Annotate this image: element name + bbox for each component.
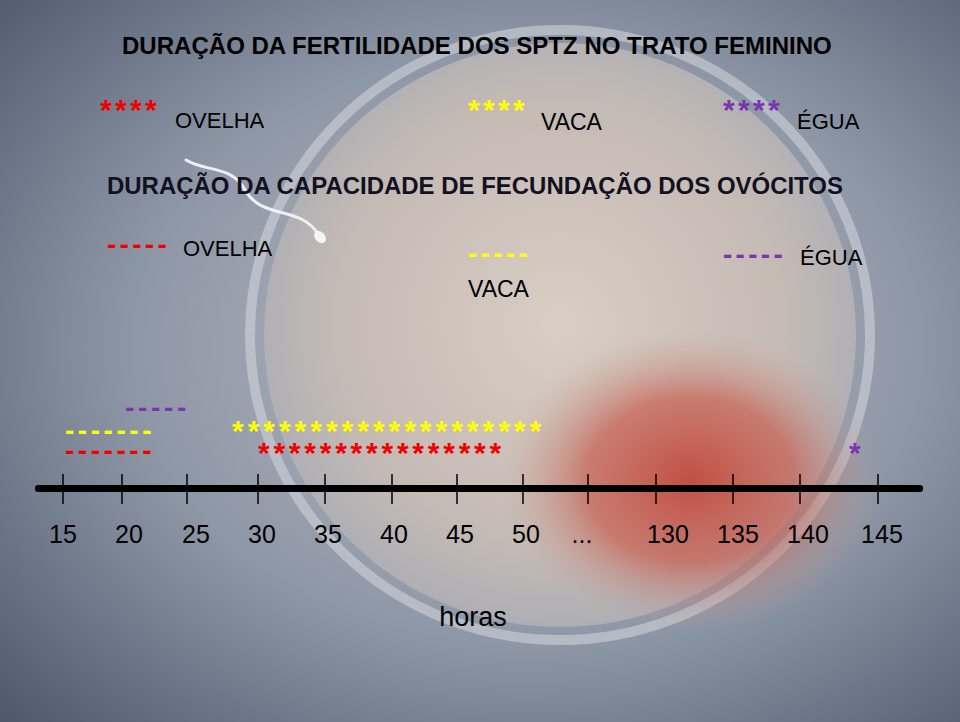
axis-number: 20	[115, 522, 143, 547]
species-label: VACA	[541, 111, 602, 134]
legend-symbol: ****	[723, 95, 783, 125]
axis-number: 25	[182, 522, 210, 547]
species-label: OVELHA	[175, 110, 264, 132]
legend-symbol: -----	[723, 241, 786, 269]
axis-number: 50	[512, 522, 540, 547]
legend-symbol: -----	[468, 240, 531, 268]
species-label: ÉGUA	[797, 111, 859, 133]
legend-symbol: ****	[468, 95, 528, 125]
section-heading: DURAÇÃO DA CAPACIDADE DE FECUNDAÇÃO DOS …	[107, 174, 843, 198]
axis-number: 130	[647, 522, 689, 547]
species-label: ÉGUA	[800, 247, 862, 269]
axis-number: 30	[248, 522, 276, 547]
sperm-head	[312, 228, 329, 245]
legend-symbol: ****	[100, 95, 160, 125]
axis-number: 135	[717, 522, 759, 547]
duration-bar: ****************	[258, 438, 505, 468]
legend-symbol: -----	[107, 231, 170, 259]
axis-number: 140	[787, 522, 829, 547]
axis-number: 40	[380, 522, 408, 547]
time-axis	[35, 485, 923, 492]
duration-bar: *	[849, 438, 861, 468]
axis-number: 35	[314, 522, 342, 547]
axis-ticks	[63, 474, 878, 504]
species-label: VACA	[468, 278, 529, 301]
axis-title: horas	[439, 604, 507, 631]
axis-number: ...	[572, 522, 593, 547]
slide-title: DURAÇÃO DA FERTILIDADE DOS SPTZ NO TRATO…	[122, 34, 832, 58]
oocyte-red-region	[500, 330, 880, 630]
axis-number: 15	[49, 522, 77, 547]
axis-number: 45	[446, 522, 474, 547]
species-label: OVELHA	[183, 238, 272, 260]
axis-number: 145	[861, 522, 903, 547]
duration-bar: -------	[65, 437, 155, 465]
